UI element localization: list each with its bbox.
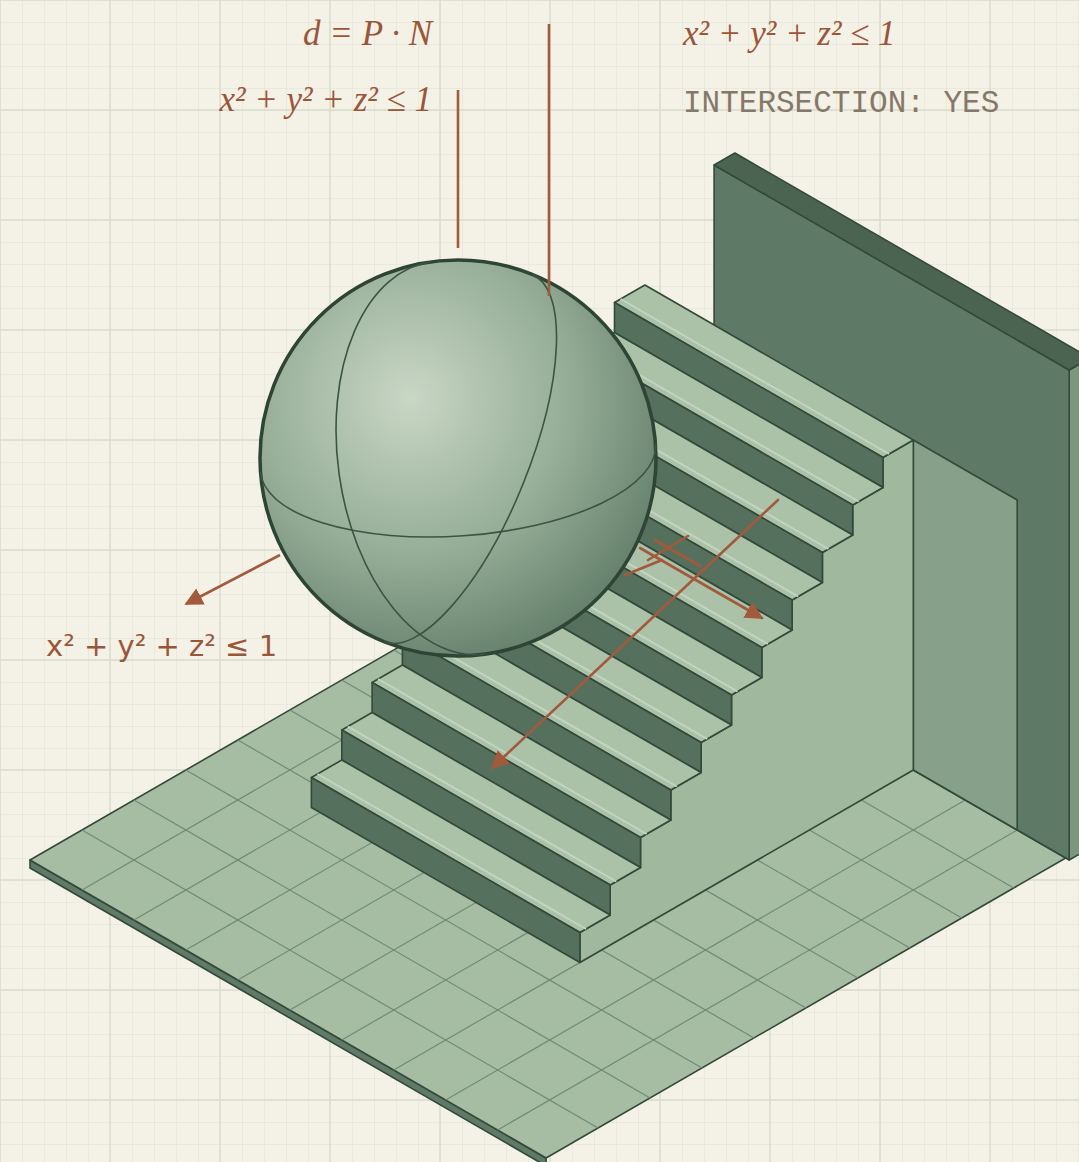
wall-panel [913,440,1017,830]
normal-arrow [186,555,280,604]
annotation-arrow [625,560,662,575]
leader-line [457,90,460,248]
stair-riser [311,778,580,963]
sphere-meridian [260,444,660,549]
leader-lines [186,24,549,604]
leader-line [548,24,551,296]
wall-end [1069,358,1079,860]
formula-label: x² + y² + z² ≤ 1 [683,14,896,54]
scene [30,153,1079,1162]
sphere-body [260,260,656,656]
major-grid-line [109,0,110,1162]
major-grid-line [0,0,1,1162]
major-grid-line [0,219,1079,220]
annotation-arrow [648,536,688,560]
status-label: INTERSECTION: YES [683,86,999,122]
major-grid-line [219,0,220,1162]
major-grid-line [0,0,1079,1]
annotation-arrow [640,548,762,618]
formula-label: x² + y² + z² ≤ 1 [219,80,432,120]
sphere [260,260,661,671]
sphere-meridian [384,274,597,667]
formula-label: d = P · N [303,14,432,54]
wall-top [714,153,1079,370]
sphere-meridian [312,262,486,671]
stair-tread [311,760,610,933]
stair-nosing [318,774,586,929]
formula-label: x² + y² + z² ≤ 1 [46,630,277,663]
